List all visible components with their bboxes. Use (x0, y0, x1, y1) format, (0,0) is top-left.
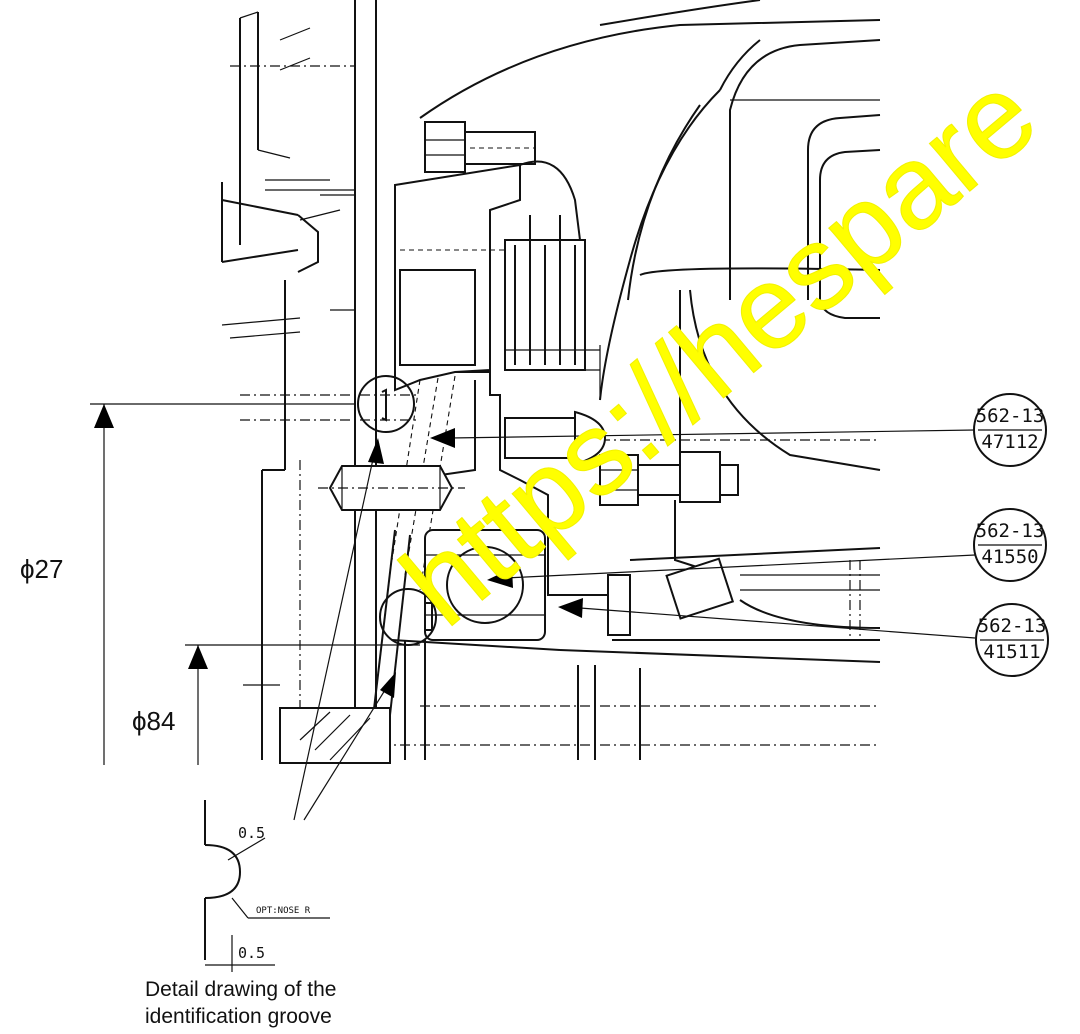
leader-41511 (558, 598, 976, 639)
caption-line-1: Detail drawing of the (145, 978, 337, 1001)
central-hub (367, 163, 549, 761)
callout-1-top: 562-13 (976, 405, 1045, 427)
outer-diameter-label: ϕ27 (20, 554, 63, 584)
detail-caption: Detail drawing of the identification gro… (145, 976, 405, 1030)
clutch-pack (504, 160, 601, 400)
leader-47112 (430, 428, 976, 448)
top-bolt (424, 121, 536, 173)
groove-detail-drawing: 0.5 OPT:NOSE R 0.5 (204, 800, 330, 972)
groove-profile-upper (381, 388, 387, 422)
callout-3-top: 562-13 (978, 615, 1047, 637)
dim-inner-diameter: ϕ84 (132, 644, 420, 765)
callout-1-bottom: 47112 (981, 431, 1038, 453)
detail-width-value: 0.5 (238, 944, 265, 962)
right-lower-assembly (280, 500, 881, 760)
detail-note: OPT:NOSE R (256, 906, 311, 916)
groove-circle-upper (357, 375, 415, 433)
callout-balloon-3: 562-13 41511 (975, 603, 1049, 677)
hub-bolt (504, 410, 739, 506)
callout-2-bottom: 41550 (981, 546, 1038, 568)
callout-3-bottom: 41511 (983, 641, 1040, 663)
ball-bearing (424, 529, 608, 641)
left-housing (221, 0, 420, 760)
callout-2-top: 562-13 (976, 520, 1045, 542)
dim-outer-diameter: ϕ27 (20, 403, 355, 765)
callout-balloon-1: 562-13 47112 (973, 393, 1047, 467)
groove-profile-lower (425, 602, 433, 631)
detail-radius-value: 0.5 (238, 824, 265, 842)
detail-leaders (293, 438, 396, 821)
leader-41550 (487, 554, 976, 588)
right-housing (419, 0, 881, 471)
dowel-pin (318, 465, 465, 511)
inner-diameter-label: ϕ84 (132, 706, 175, 736)
caption-line-2: identification groove (145, 1005, 332, 1028)
callout-balloon-2: 562-13 41550 (973, 508, 1047, 582)
